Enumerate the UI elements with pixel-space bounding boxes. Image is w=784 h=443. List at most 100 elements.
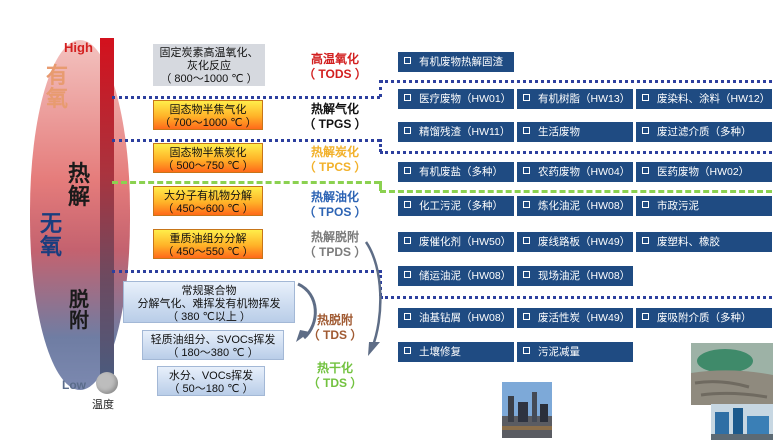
waste-item-label: 储运油泥（HW08）	[419, 270, 512, 282]
process-label-code: （ TPGS ）	[303, 117, 367, 131]
process-text: 常规聚合物	[181, 285, 237, 297]
separator-line	[112, 270, 380, 273]
waste-item: 废吸附介质（多种）	[636, 308, 772, 328]
temperature-bar	[100, 38, 114, 380]
process-temperature: （ 700～1000 ℃ ）	[159, 117, 257, 129]
waste-item-label: 土壤修复	[419, 346, 461, 358]
waste-item: 土壤修复	[398, 342, 514, 362]
label-tpcs: 热解炭化 （ TPCS ）	[295, 145, 375, 175]
process-box-high-temp-oxidation: 固定炭素高温氧化、 灰化反应 （ 800～1000 ℃ ）	[153, 44, 265, 86]
process-temperature: （ 500～750 ℃ ）	[162, 160, 254, 172]
anaerobic-label: 无氧	[39, 211, 62, 260]
waste-item: 市政污泥	[636, 196, 772, 216]
process-label-name: 热解气化	[310, 102, 359, 116]
process-temperature: （ 450～600 ℃ ）	[162, 203, 254, 215]
waste-item-label: 医疗废物（HW01）	[419, 93, 512, 105]
waste-item-label: 医药废物（HW02）	[657, 166, 750, 178]
curved-arrow-icon	[364, 241, 382, 356]
waste-item-label: 有机树脂（HW13）	[538, 93, 631, 105]
process-box-pyrolysis-carbonization: 固态物半焦炭化 （ 500～750 ℃ ）	[153, 143, 263, 173]
bullet-square-icon	[404, 237, 411, 244]
label-tds-desorption: 热脱附 （ TDS ）	[295, 313, 375, 343]
separator-line	[112, 139, 380, 142]
process-label-name: 高温氧化	[310, 52, 359, 66]
bullet-square-icon	[523, 313, 530, 320]
process-label-name: 热解炭化	[310, 145, 359, 159]
waste-item-label: 污泥减量	[538, 346, 580, 358]
process-text: 分解气化、难挥发有机物挥发	[137, 298, 281, 310]
waste-item-label: 化工污泥（多种）	[419, 200, 503, 212]
waste-item: 有机树脂（HW13）	[517, 89, 633, 109]
waste-item: 储运油泥（HW08）	[398, 266, 514, 286]
high-label: High	[64, 40, 93, 55]
label-tods: 高温氧化 （ TODS ）	[295, 52, 375, 82]
label-tds-drying: 热干化 （ TDS ）	[295, 361, 375, 391]
bullet-square-icon	[642, 313, 649, 320]
waste-item: 生活废物	[517, 122, 633, 142]
process-label-code: （ TPCS ）	[303, 160, 367, 174]
waste-item: 医药废物（HW02）	[636, 162, 772, 182]
thermometer-bulb	[96, 372, 118, 394]
bullet-square-icon	[523, 347, 530, 354]
separator-line	[379, 80, 382, 97]
process-box-pyrolysis-oilification: 大分子有机物分解 （ 450～600 ℃ ）	[153, 186, 263, 216]
waste-item-label: 油基钻屑（HW08）	[419, 312, 512, 324]
temperature-label: 温度	[92, 399, 114, 411]
waste-item-label: 农药废物（HW04）	[538, 166, 631, 178]
separator-line	[112, 181, 380, 184]
waste-item: 污泥减量	[517, 342, 633, 362]
process-text: 轻质油组分、SVOCs挥发	[150, 334, 276, 346]
bullet-square-icon	[642, 237, 649, 244]
waste-item: 油基钻屑（HW08）	[398, 308, 514, 328]
separator-line	[379, 181, 382, 191]
separator-line	[112, 96, 380, 99]
bullet-square-icon	[642, 94, 649, 101]
waste-item: 医疗废物（HW01）	[398, 89, 514, 109]
bullet-square-icon	[523, 167, 530, 174]
waste-item: 废活性炭（HW49）	[517, 308, 633, 328]
process-label-code: （ TODS ）	[303, 67, 367, 81]
process-box-thermal-drying: 水分、VOCs挥发 （ 50～180 ℃ ）	[157, 366, 265, 396]
process-box-pyrolysis-gasification: 固态物半焦气化 （ 700～1000 ℃ ）	[153, 100, 263, 130]
waste-item: 现场油泥（HW08）	[517, 266, 633, 286]
aerobic-label: 有氧	[45, 63, 68, 112]
bullet-square-icon	[523, 201, 530, 208]
process-temperature: （ 380 ℃以上 ）	[167, 311, 251, 323]
process-label-name: 热解脱附	[310, 230, 359, 244]
bullet-square-icon	[404, 347, 411, 354]
process-label-name: 热脱附	[316, 313, 353, 327]
process-temperature: （ 180～380 ℃ ）	[167, 347, 259, 359]
bullet-square-icon	[404, 94, 411, 101]
waste-item: 炼化油泥（HW08）	[517, 196, 633, 216]
waste-item: 化工污泥（多种）	[398, 196, 514, 216]
separator-line	[380, 190, 772, 193]
label-tpgs: 热解气化 （ TPGS ）	[295, 102, 375, 132]
plant-equipment-photo	[711, 404, 773, 440]
waste-item-label: 废活性炭（HW49）	[538, 312, 631, 324]
process-label-code: （ TDS ）	[307, 376, 363, 390]
process-box-light-oil-svocs: 轻质油组分、SVOCs挥发 （ 180～380 ℃ ）	[142, 330, 284, 360]
process-label-name: 热解油化	[310, 190, 359, 204]
bullet-square-icon	[404, 167, 411, 174]
label-tpds: 热解脱附 （ TPDS ）	[295, 230, 375, 260]
curved-arrow-icon	[296, 282, 317, 342]
process-box-thermal-desorption: 常规聚合物 分解气化、难挥发有机物挥发 （ 380 ℃以上 ）	[123, 281, 295, 323]
bullet-square-icon	[523, 127, 530, 134]
waste-item: 废过滤介质（多种）	[636, 122, 772, 142]
bullet-square-icon	[642, 127, 649, 134]
separator-line	[379, 139, 382, 152]
bullet-square-icon	[642, 167, 649, 174]
bullet-square-icon	[404, 201, 411, 208]
process-text: 水分、VOCs挥发	[168, 370, 254, 382]
waste-item: 有机废盐（多种）	[398, 162, 514, 182]
process-box-pyrolysis-desorption: 重质油组分分解 （ 450～550 ℃ ）	[153, 229, 263, 259]
waste-item-label: 废塑料、橡胶	[657, 236, 720, 248]
process-label-name: 热干化	[316, 361, 353, 375]
waste-item: 精馏残渣（HW11）	[398, 122, 514, 142]
process-temperature: （ 50～180 ℃ ）	[168, 383, 254, 395]
process-text: 固态物半焦炭化	[169, 147, 247, 159]
waste-item: 废催化剂（HW50）	[398, 232, 514, 252]
industrial-site-photo	[502, 382, 552, 438]
desorption-label: 脱附	[69, 289, 89, 332]
bullet-square-icon	[642, 201, 649, 208]
